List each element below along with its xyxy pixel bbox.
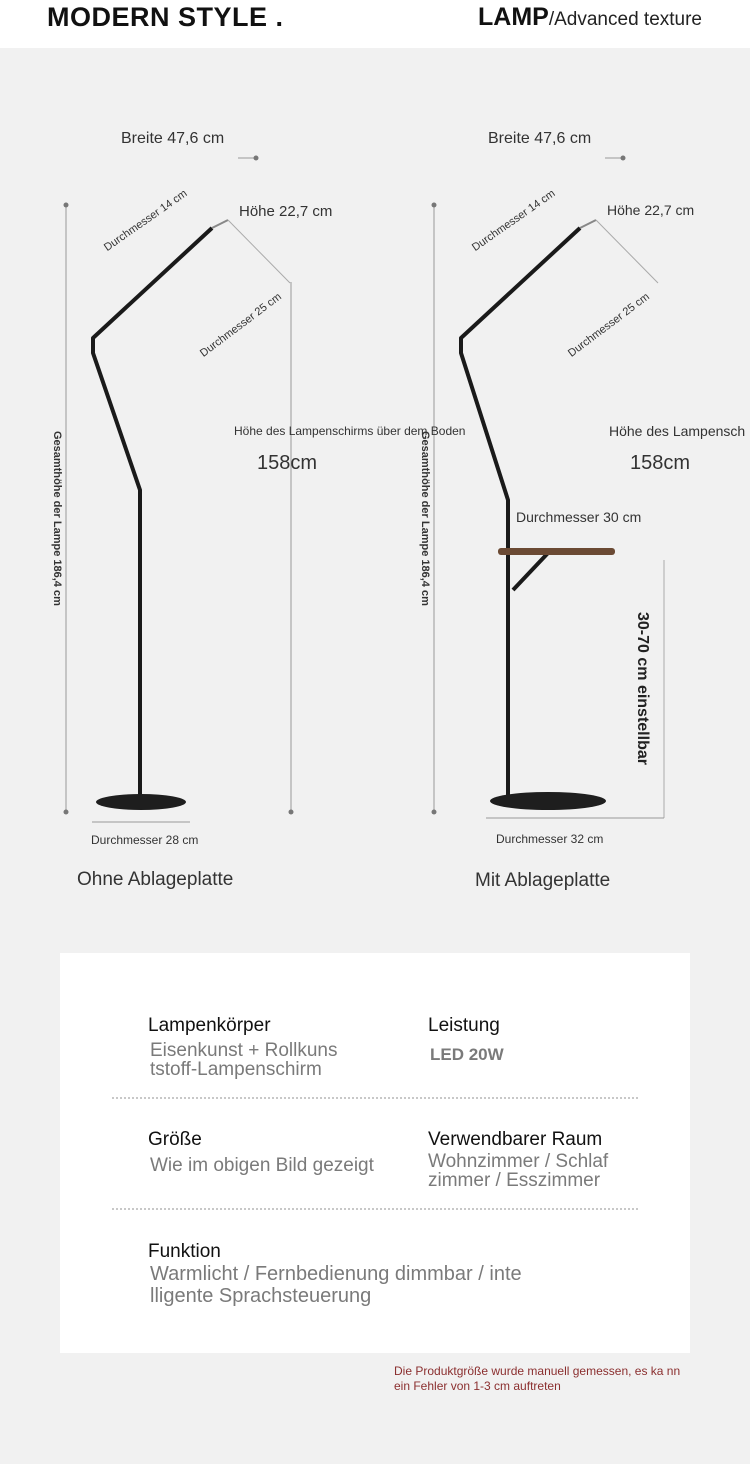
base-diameter-label-left: Durchmesser 28 cm <box>91 833 199 847</box>
lamp-base-right <box>490 792 606 810</box>
tray-bracket-right <box>511 551 550 592</box>
total-height-label-right: Gesamthöhe der Lampe 186,4 cm <box>419 431 431 606</box>
lamp-shade-edge-left <box>227 219 291 284</box>
spec-room-title: Verwendbarer Raum <box>428 1129 603 1150</box>
dimension-diagram: Breite 47,6 cm Durchmesser 14 cm Höhe 22… <box>0 48 750 948</box>
caption-right: Mit Ablageplatte <box>475 870 611 891</box>
spec-size-value: Wie im obigen Bild gezeigt <box>150 1155 374 1176</box>
base-diameter-label-right: Durchmesser 32 cm <box>496 832 604 846</box>
shade-height-label-left: Höhe des Lampenschirms über dem Boden <box>234 424 466 438</box>
lamp-drawings <box>63 155 665 823</box>
spec-room-value-1: Wohnzimmer / Schlaf <box>428 1151 609 1172</box>
tray-right <box>498 548 615 555</box>
spec-function: Funktion Warmlicht / Fernbedienung dimmb… <box>148 1241 522 1307</box>
measurement-note: Die Produktgröße wurde manuell gemessen,… <box>394 1364 681 1393</box>
spec-function-value-1: Warmlicht / Fernbedienung dimmbar / inte <box>150 1263 522 1285</box>
spec-lamp-body-value-2: tstoff-Lampenschirm <box>150 1059 322 1080</box>
lamp-shade-edge-right <box>595 219 659 284</box>
lamp-title-sub: /Advanced texture <box>548 9 702 30</box>
adjustable-label-right: 30-70 cm einstellbar <box>634 612 651 765</box>
lamp-left-drawing <box>63 155 294 823</box>
lamp-arm-left <box>91 226 214 800</box>
shade-height-dot-left <box>288 809 294 815</box>
lamp-title: LAMP/Advanced texture <box>478 0 702 38</box>
lamp-base-left <box>96 794 186 810</box>
style-title: MODERN STYLE . <box>47 2 284 32</box>
lamp-head-right <box>579 219 597 229</box>
spec-panel: Lampenkörper Eisenkunst + Rollkuns tstof… <box>60 953 690 1353</box>
head-height-label-left: Höhe 22,7 cm <box>239 203 333 220</box>
shade-height-label-right: Höhe des Lampensch <box>609 423 746 439</box>
total-height-dot-bottom-left <box>63 809 69 815</box>
spec-size: Größe Wie im obigen Bild gezeigt <box>148 1129 374 1175</box>
tray-diameter-label-right: Durchmesser 30 cm <box>516 509 642 525</box>
total-height-label-left: Gesamthöhe der Lampe 186,4 cm <box>51 431 63 606</box>
spec-lamp-body: Lampenkörper Eisenkunst + Rollkuns tstof… <box>148 1015 337 1079</box>
total-height-dot-bottom-right <box>431 809 437 815</box>
head-height-label-right: Höhe 22,7 cm <box>607 202 695 218</box>
width-dot-left <box>253 155 259 161</box>
lamp-head-left <box>211 219 229 229</box>
width-label-right: Breite 47,6 cm <box>488 130 592 147</box>
spec-function-value-2: lligente Sprachsteuerung <box>150 1285 372 1307</box>
shade-height-value-left: 158cm <box>257 452 318 474</box>
header-bar: MODERN STYLE . LAMP/Advanced texture <box>0 0 750 48</box>
spec-lamp-body-title: Lampenkörper <box>148 1015 271 1036</box>
spec-function-title: Funktion <box>148 1241 221 1262</box>
spec-room: Verwendbarer Raum Wohnzimmer / Schlaf zi… <box>428 1129 608 1190</box>
spec-size-title: Größe <box>148 1129 202 1150</box>
width-label-left: Breite 47,6 cm <box>121 130 225 147</box>
lamp-right-drawing <box>431 155 665 819</box>
spec-room-value-2: zimmer / Esszimmer <box>428 1170 601 1191</box>
spec-power: Leistung LED 20W <box>428 1015 504 1064</box>
spec-divider-1 <box>112 1097 638 1099</box>
total-height-dot-top-right <box>431 202 437 208</box>
lamp-title-main: LAMP <box>478 3 549 31</box>
spec-lamp-body-value-1: Eisenkunst + Rollkuns <box>150 1040 338 1061</box>
shade-height-value-right: 158cm <box>630 452 691 474</box>
caption-left: Ohne Ablageplatte <box>77 869 234 890</box>
total-height-dot-top-left <box>63 202 69 208</box>
spec-power-value: LED 20W <box>430 1045 504 1064</box>
spec-divider-2 <box>112 1208 638 1210</box>
spec-power-title: Leistung <box>428 1015 500 1036</box>
width-dot-right <box>620 155 626 161</box>
lamp-arm-right <box>459 226 582 800</box>
